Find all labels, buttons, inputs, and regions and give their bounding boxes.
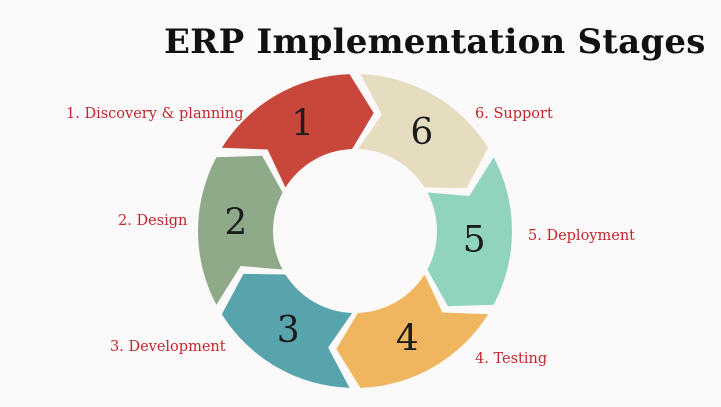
stage-3-number: 3 [277,310,300,351]
stage-1-label: 1. Discovery & planning [66,106,244,122]
stage-4-number: 4 [396,318,419,359]
stage-2-number: 2 [224,203,247,244]
stage-5-arrow-segment [427,157,512,307]
stage-3-label: 3. Development [110,339,226,355]
stage-6-arrow-segment [357,74,489,189]
stage-1-number: 1 [291,104,314,145]
stage-6-number: 6 [410,112,433,153]
stage-4-label: 4. Testing [475,351,548,367]
stage-1-arrow-segment [221,74,374,188]
stage-6-label: 6. Support [475,106,553,122]
stage-2-arrow-segment [198,155,283,305]
stage-2-label: 2. Design [118,213,188,229]
stage-5-number: 5 [463,219,486,260]
stage-3-arrow-segment [221,273,353,388]
stage-4-arrow-segment [336,274,489,388]
stage-5-label: 5. Deployment [528,228,635,244]
diagram-title: ERP Implementation Stages [164,22,706,62]
